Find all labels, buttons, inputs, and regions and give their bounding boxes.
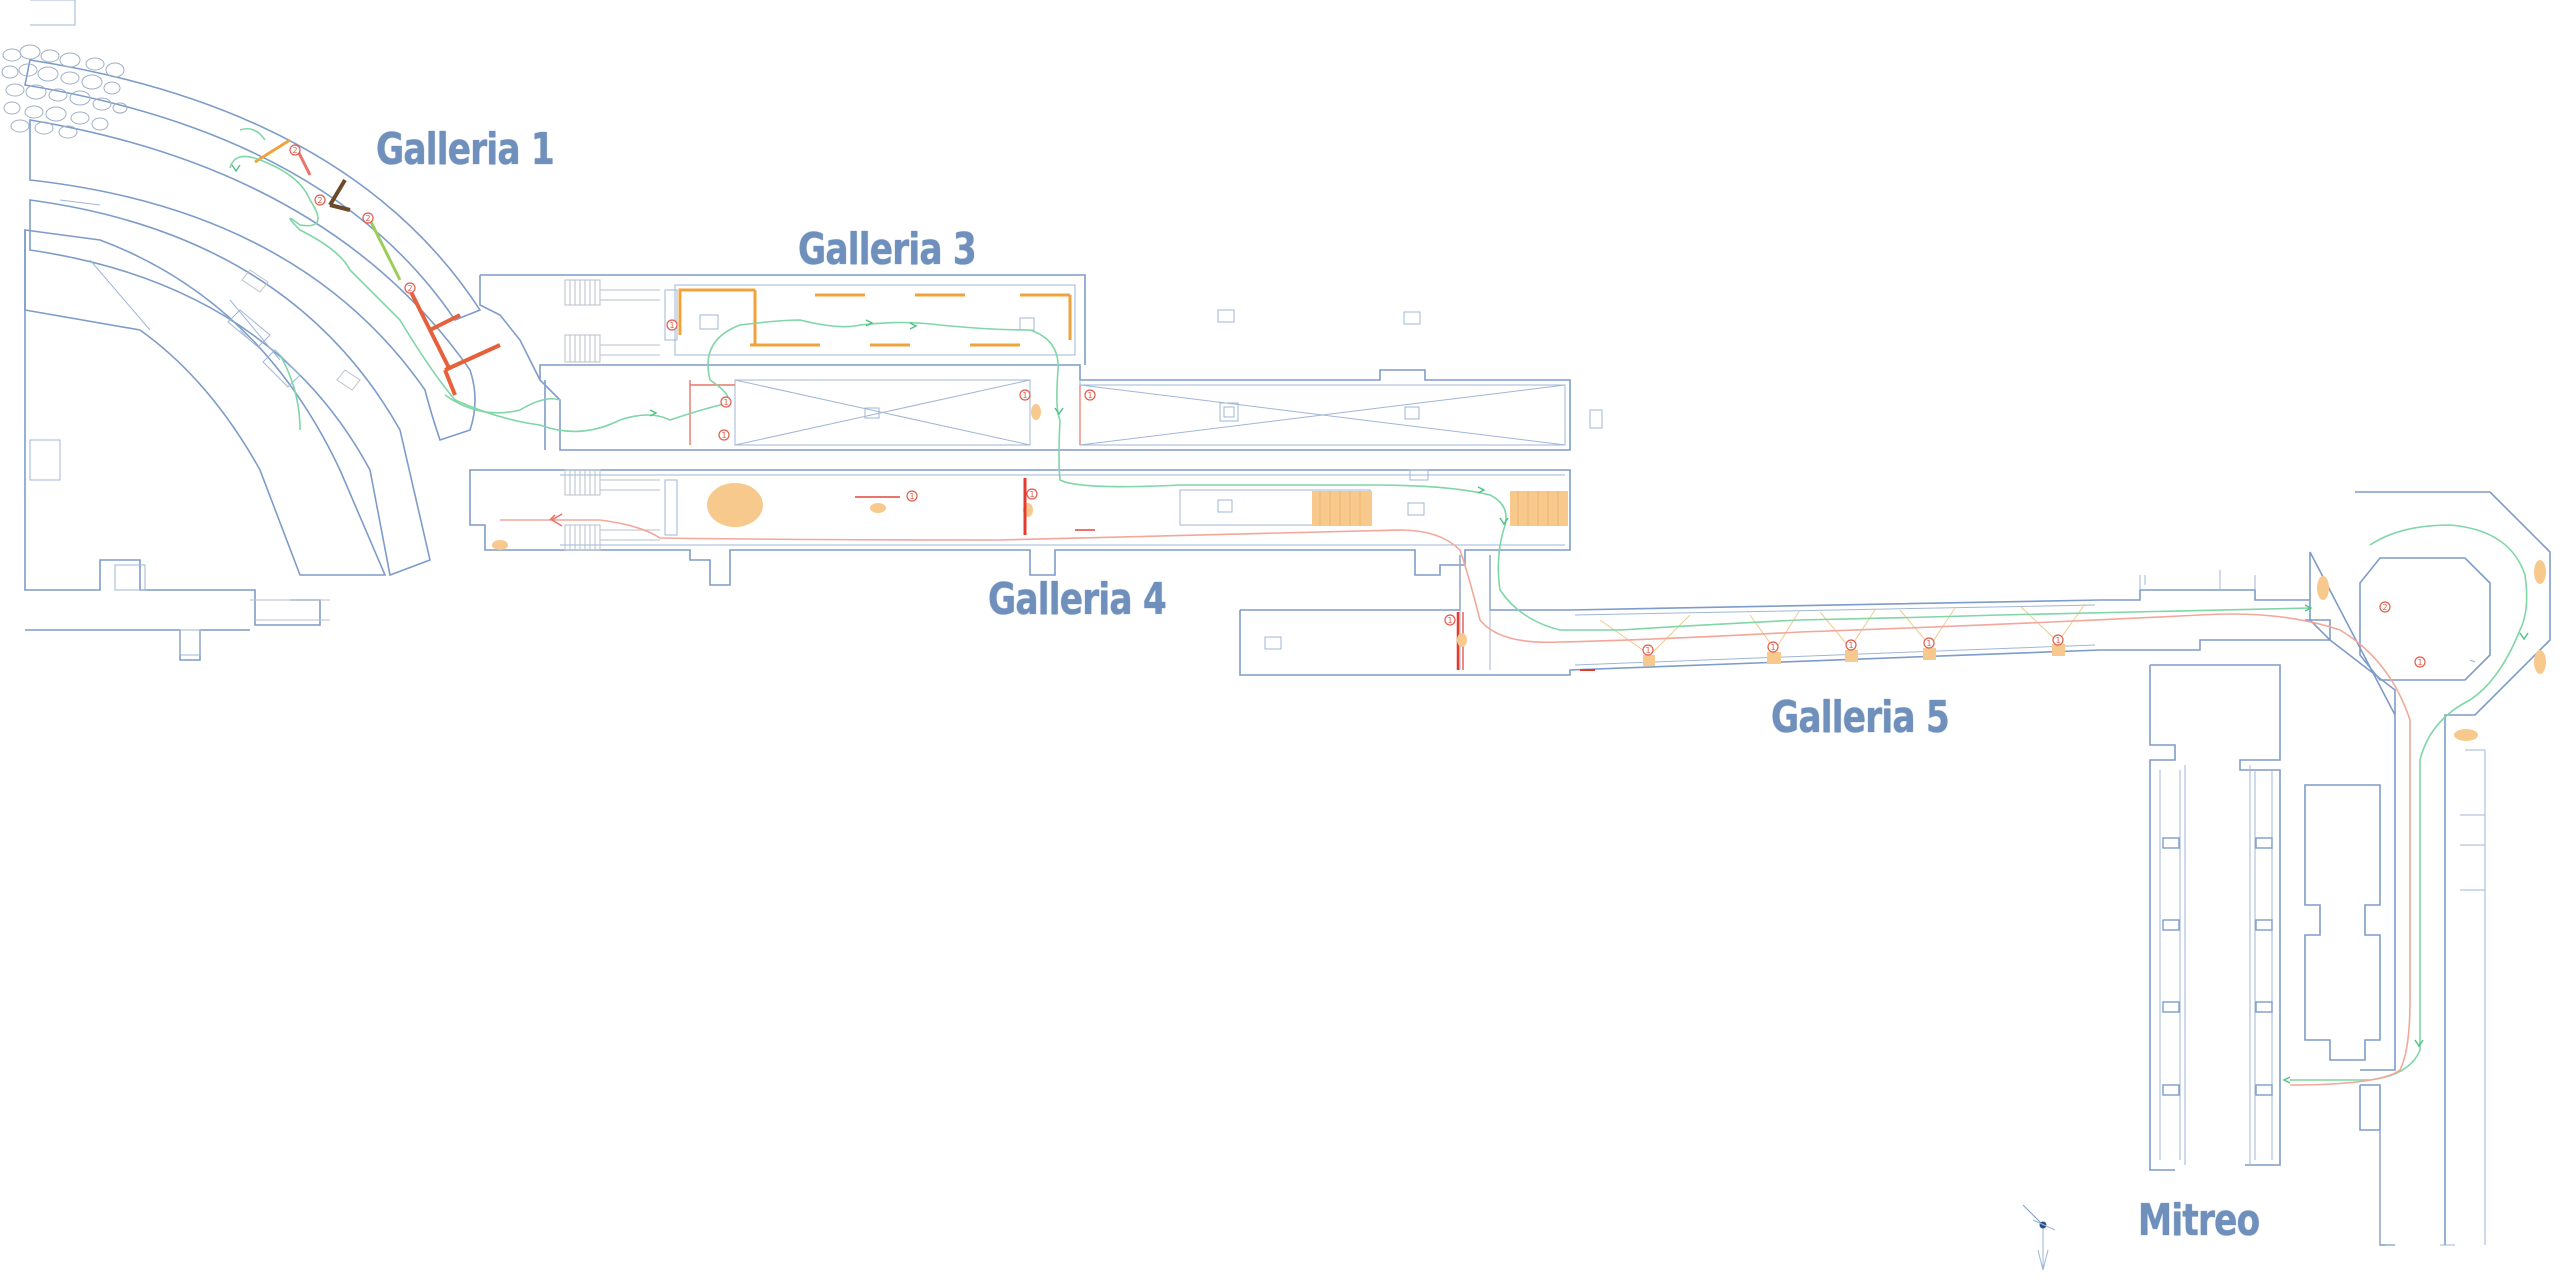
marker-1: 1 (718, 429, 730, 441)
label-galleria-1: Galleria 1 (376, 124, 555, 175)
galleria-1-barriers (254, 138, 501, 396)
marker-1: 1 (1642, 644, 1654, 656)
marker-1: 1 (2052, 634, 2064, 646)
svg-text:1: 1 (721, 431, 726, 440)
route-arrows (231, 164, 2529, 1084)
visitor-route-red (500, 513, 2411, 1086)
marker-2: 2 (314, 194, 326, 206)
svg-text:1: 1 (1022, 391, 1027, 400)
marker-1: 1 (1019, 389, 1031, 401)
svg-text:1: 1 (1645, 646, 1650, 655)
visitor-route-green (229, 127, 2528, 1081)
svg-text:1: 1 (669, 321, 674, 330)
svg-text:1: 1 (909, 492, 914, 501)
marker-1: 1 (1923, 637, 1935, 649)
marker-2: 2 (362, 212, 374, 224)
svg-text:2: 2 (317, 196, 322, 205)
svg-text:1: 1 (2417, 658, 2422, 667)
svg-text:1: 1 (2055, 636, 2060, 645)
mitreo-walls (2144, 575, 2455, 1246)
galleria-5-walls (1239, 555, 2331, 676)
svg-text:2: 2 (292, 146, 297, 155)
marker-1: 1 (1026, 488, 1038, 500)
marker-1: 1 (906, 490, 918, 502)
marker-1: 1 (1845, 639, 1857, 651)
svg-text:1: 1 (723, 398, 728, 407)
marker-1: 1 (666, 319, 678, 331)
octagon-room (2309, 491, 2551, 1245)
marker-2: 2 (2379, 601, 2391, 613)
label-galleria-3: Galleria 3 (798, 224, 977, 275)
galleria-4-exhibits (492, 380, 1568, 550)
marker-1: 1 (720, 396, 732, 408)
svg-text:2: 2 (407, 284, 412, 293)
label-mitreo: Mitreo (2138, 1195, 2260, 1246)
marker-1: 1 (1084, 389, 1096, 401)
galleria-3-walls (479, 274, 1603, 451)
galleria-4-walls (469, 469, 1571, 586)
marker-2: 2 (404, 282, 416, 294)
label-galleria-5: Galleria 5 (1771, 692, 1950, 743)
marker-1: 1 (2414, 656, 2426, 668)
marker-1: 1 (1767, 641, 1779, 653)
rubble-texture (1, 44, 128, 139)
compass-icon (2022, 1204, 2056, 1271)
marker-2: 2 (289, 144, 301, 156)
label-galleria-4: Galleria 4 (988, 574, 1167, 625)
marker-1: 1 (1444, 614, 1456, 626)
svg-text:1: 1 (1848, 641, 1853, 650)
svg-text:1: 1 (1029, 490, 1034, 499)
galleria-3-barriers (678, 288, 1072, 347)
svg-text:1: 1 (1926, 639, 1931, 648)
route-markers: 2 2 2 2 1 1 1 1 1 1 1 1 1 1 1 1 1 2 1 (289, 144, 2426, 668)
svg-text:1: 1 (1447, 616, 1452, 625)
galleria-1-walls (24, 0, 482, 661)
svg-text:1: 1 (1770, 643, 1775, 652)
svg-text:1: 1 (1087, 391, 1092, 400)
svg-text:2: 2 (2382, 603, 2387, 612)
svg-text:2: 2 (365, 214, 370, 223)
